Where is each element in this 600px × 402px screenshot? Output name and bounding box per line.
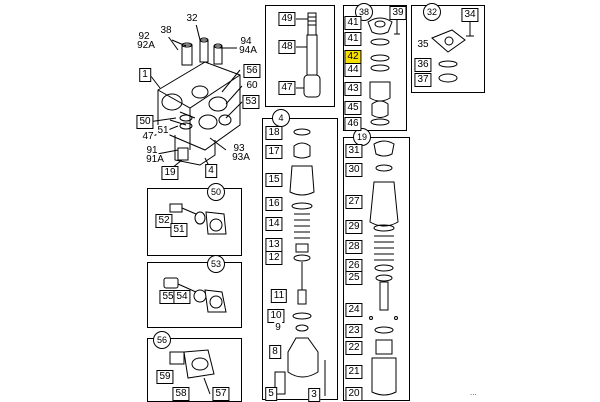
callout-36: 36	[414, 58, 432, 72]
callout-5: 5	[265, 387, 277, 401]
group-32-drawing	[431, 22, 474, 83]
valve-body-drawing	[147, 19, 243, 169]
callout-10: 10	[267, 309, 285, 323]
callout-46: 46	[344, 117, 362, 131]
group-50-drawing	[169, 203, 227, 235]
callout-18: 18	[265, 126, 283, 140]
callout-58: 58	[172, 387, 190, 401]
group-callout-32: 32	[423, 3, 441, 21]
callout-29: 29	[345, 220, 363, 234]
callout-1: 1	[139, 68, 151, 82]
spool-4-drawing	[274, 128, 326, 396]
callout-54: 54	[173, 290, 191, 304]
spool-19-drawing	[369, 140, 399, 396]
callout-94a: 94A	[238, 45, 258, 57]
callout-48: 48	[278, 40, 296, 54]
callout-51-b: 51	[170, 223, 188, 237]
group-callout-53: 53	[207, 255, 225, 273]
callout-9: 9	[274, 322, 282, 334]
panel-group-53	[147, 262, 242, 328]
callout-20: 20	[345, 387, 363, 401]
callout-93a: 93A	[231, 152, 251, 164]
callout-41b: 41	[344, 32, 362, 46]
callout-12: 12	[265, 251, 283, 265]
callout-34: 34	[461, 8, 479, 22]
panel-group-38	[343, 5, 407, 131]
callout-38: 38	[159, 25, 173, 37]
callout-57: 57	[212, 387, 230, 401]
callout-92a: 92A	[136, 40, 156, 52]
panel-group-50	[147, 188, 242, 256]
callout-27: 27	[345, 195, 363, 209]
callout-47b: 47	[278, 81, 296, 95]
callout-16: 16	[265, 197, 283, 211]
callout-52: 52	[155, 214, 173, 228]
group-53-drawing	[163, 277, 227, 313]
group-callout-4: 4	[272, 109, 290, 127]
callout-51: 51	[156, 125, 170, 137]
callout-32: 32	[185, 13, 199, 25]
callout-56: 56	[243, 64, 261, 78]
callout-59: 59	[156, 370, 174, 384]
callout-42-highlighted: 42	[344, 50, 362, 64]
group-38-drawing	[367, 17, 400, 126]
callout-50: 50	[136, 115, 154, 129]
spool-49-drawing	[296, 12, 321, 98]
panel-group-32	[411, 5, 485, 93]
callout-30: 30	[345, 163, 363, 177]
callout-19: 19	[161, 166, 179, 180]
callout-11: 11	[270, 289, 288, 303]
callout-14: 14	[265, 217, 283, 231]
group-callout-50: 50	[207, 183, 225, 201]
callout-44: 44	[344, 63, 362, 77]
callout-60: 60	[245, 80, 259, 92]
callout-37: 37	[414, 73, 432, 87]
callout-39: 39	[389, 6, 407, 20]
panel-group-49	[265, 5, 335, 107]
callout-4: 4	[205, 164, 217, 178]
callout-8: 8	[269, 345, 281, 359]
callout-91a: 91A	[145, 154, 165, 166]
callout-28: 28	[345, 240, 363, 254]
group-56-drawing	[169, 349, 215, 395]
callout-47: 47	[141, 131, 155, 143]
callout-25: 25	[345, 271, 363, 285]
drawing-code: ...	[470, 388, 477, 397]
group-callout-56: 56	[153, 331, 171, 349]
callout-22: 22	[345, 341, 363, 355]
callout-24: 24	[345, 303, 363, 317]
callout-41a: 41	[344, 16, 362, 30]
callout-43: 43	[344, 82, 362, 96]
callout-53: 53	[242, 95, 260, 109]
callout-17: 17	[265, 145, 283, 159]
callout-13: 13	[265, 238, 283, 252]
callout-49: 49	[278, 12, 296, 26]
callout-45: 45	[344, 101, 362, 115]
callout-21: 21	[345, 365, 363, 379]
callout-15: 15	[265, 173, 283, 187]
callout-23: 23	[345, 324, 363, 338]
callout-35: 35	[416, 39, 430, 51]
callout-31: 31	[345, 144, 363, 158]
